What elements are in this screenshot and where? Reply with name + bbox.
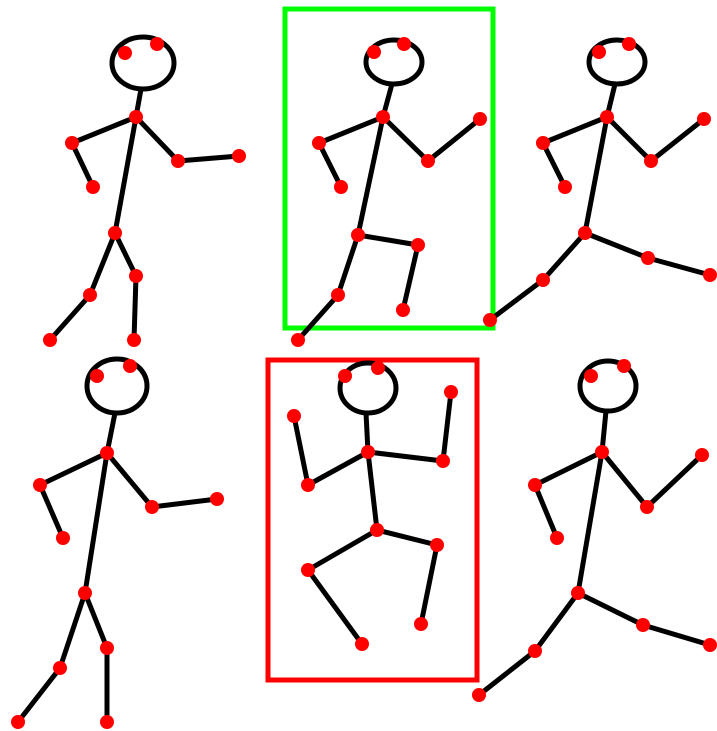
keypoint-hip (571, 586, 585, 600)
keypoint-r-foot (100, 715, 114, 729)
keypoint-r-elbow (644, 154, 658, 168)
eye-keypoint-2 (622, 37, 636, 51)
keypoint-neck (595, 445, 609, 459)
keypoint-l-elbow (33, 478, 47, 492)
keypoint-l-hand (550, 531, 564, 545)
keypoint-r-elbow (640, 500, 654, 514)
keypoint-r-foot (396, 303, 410, 317)
keypoint-neck (376, 110, 390, 124)
keypoint-l-foot (355, 637, 369, 651)
keypoint-r-knee (641, 251, 655, 265)
keypoint-l-elbow (536, 136, 550, 150)
keypoint-r-knee (129, 269, 143, 283)
keypoint-r-foot (703, 268, 717, 282)
eye-keypoint-1 (338, 369, 352, 383)
keypoint-l-foot (11, 715, 25, 729)
eye-keypoint-1 (592, 45, 606, 59)
eye-keypoint-1 (90, 369, 104, 383)
eye-keypoint-1 (584, 369, 598, 383)
keypoint-hip (578, 226, 592, 240)
keypoint-hip (108, 226, 122, 240)
keypoint-hip (370, 523, 384, 537)
keypoint-l-elbow (528, 478, 542, 492)
keypoint-r-elbow (436, 454, 450, 468)
keypoint-l-hand (558, 180, 572, 194)
eye-keypoint-1 (367, 45, 381, 59)
eye-keypoint-2 (123, 359, 137, 373)
keypoint-r-hand (695, 448, 709, 462)
eye-keypoint-2 (150, 37, 164, 51)
eye-keypoint-1 (118, 46, 132, 60)
keypoint-r-foot (127, 333, 141, 347)
keypoint-hip (351, 228, 365, 242)
keypoint-l-knee (331, 288, 345, 302)
keypoint-l-knee (301, 563, 315, 577)
keypoint-r-knee (430, 538, 444, 552)
keypoint-r-hand (232, 149, 246, 163)
keypoint-r-hand (473, 112, 487, 126)
eye-keypoint-2 (397, 37, 411, 51)
eye-keypoint-2 (371, 361, 385, 375)
keypoint-r-knee (636, 618, 650, 632)
keypoint-l-knee (528, 644, 542, 658)
keypoint-l-knee (536, 273, 550, 287)
keypoint-l-hand (334, 180, 348, 194)
bone-r_knee-r_foot (134, 276, 136, 340)
keypoint-r-foot (414, 617, 428, 631)
keypoint-r-hand (697, 112, 711, 126)
keypoint-hip (78, 586, 92, 600)
eye-keypoint-2 (617, 359, 631, 373)
keypoint-r-foot (703, 638, 717, 652)
keypoint-r-elbow (171, 154, 185, 168)
keypoint-l-elbow (312, 136, 326, 150)
keypoint-r-knee (100, 641, 114, 655)
keypoint-l-foot (472, 688, 486, 702)
keypoint-r-elbow (145, 500, 159, 514)
keypoint-l-foot (43, 333, 57, 347)
keypoint-r-elbow (421, 154, 435, 168)
keypoint-neck (129, 110, 143, 124)
keypoint-neck (600, 110, 614, 124)
keypoint-neck (100, 446, 114, 460)
keypoint-l-knee (83, 288, 97, 302)
keypoint-l-knee (53, 661, 67, 675)
keypoint-l-hand (56, 531, 70, 545)
keypoint-l-elbow (301, 478, 315, 492)
keypoint-l-elbow (65, 136, 79, 150)
keypoint-r-hand (210, 492, 224, 506)
keypoint-l-hand (86, 180, 100, 194)
keypoint-r-knee (411, 238, 425, 252)
keypoint-l-foot (291, 333, 305, 347)
keypoint-l-hand (287, 409, 301, 423)
keypoint-l-foot (483, 313, 497, 327)
keypoint-r-hand (444, 385, 458, 399)
keypoint-neck (361, 445, 375, 459)
